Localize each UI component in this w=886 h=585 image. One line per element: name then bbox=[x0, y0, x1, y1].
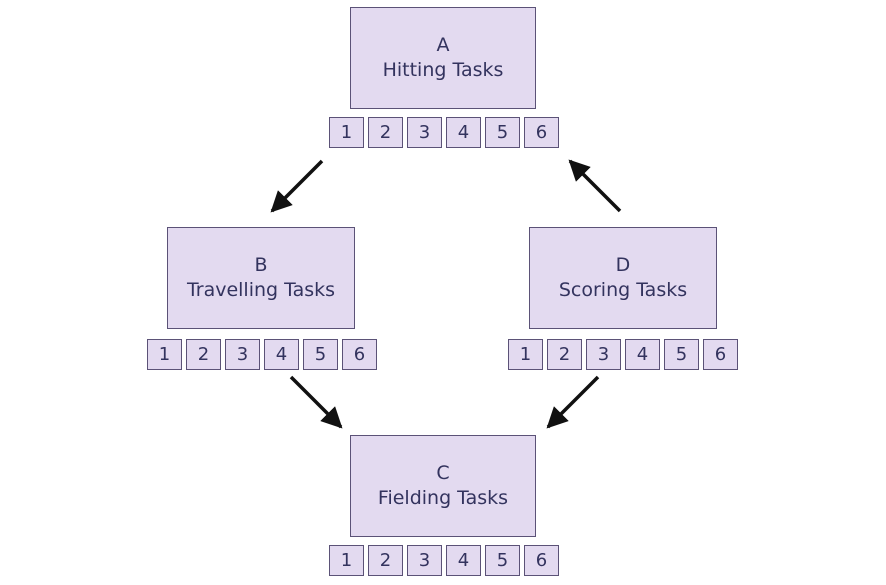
task-number: 3 bbox=[407, 545, 442, 576]
task-number: 3 bbox=[407, 117, 442, 148]
task-number: 5 bbox=[485, 117, 520, 148]
task-number: 4 bbox=[446, 117, 481, 148]
station-c-task-numbers: 1 2 3 4 5 6 bbox=[329, 545, 559, 576]
arrow-a-to-b bbox=[270, 159, 324, 213]
station-a-task-numbers: 1 2 3 4 5 6 bbox=[329, 117, 559, 148]
task-number: 2 bbox=[547, 339, 582, 370]
task-number: 6 bbox=[524, 117, 559, 148]
arrow-d-to-c bbox=[546, 375, 600, 429]
arrow-d-to-a bbox=[568, 159, 622, 213]
task-number: 3 bbox=[225, 339, 260, 370]
task-number: 4 bbox=[625, 339, 660, 370]
task-number: 2 bbox=[368, 117, 403, 148]
station-d-letter: D bbox=[615, 254, 631, 276]
task-number: 6 bbox=[342, 339, 377, 370]
task-number: 4 bbox=[446, 545, 481, 576]
station-c-name: Fielding Tasks bbox=[377, 487, 509, 509]
task-number: 1 bbox=[147, 339, 182, 370]
arrow-b-to-c bbox=[289, 375, 343, 429]
task-number: 5 bbox=[485, 545, 520, 576]
station-b-name: Travelling Tasks bbox=[186, 279, 336, 301]
station-b-task-numbers: 1 2 3 4 5 6 bbox=[147, 339, 377, 370]
station-b-letter: B bbox=[254, 254, 268, 276]
station-b-box: B Travelling Tasks bbox=[167, 227, 355, 329]
task-number: 5 bbox=[303, 339, 338, 370]
task-number: 5 bbox=[664, 339, 699, 370]
task-number: 1 bbox=[329, 117, 364, 148]
task-number: 1 bbox=[329, 545, 364, 576]
station-a-box: A Hitting Tasks bbox=[350, 7, 536, 109]
station-d-task-numbers: 1 2 3 4 5 6 bbox=[508, 339, 738, 370]
task-number: 6 bbox=[703, 339, 738, 370]
task-number: 3 bbox=[586, 339, 621, 370]
station-d-name: Scoring Tasks bbox=[558, 279, 688, 301]
station-a-name: Hitting Tasks bbox=[382, 59, 504, 81]
station-a-letter: A bbox=[436, 34, 450, 56]
station-c-box: C Fielding Tasks bbox=[350, 435, 536, 537]
task-number: 6 bbox=[524, 545, 559, 576]
task-number: 1 bbox=[508, 339, 543, 370]
task-number: 4 bbox=[264, 339, 299, 370]
task-number: 2 bbox=[186, 339, 221, 370]
station-c-letter: C bbox=[436, 462, 450, 484]
task-number: 2 bbox=[368, 545, 403, 576]
station-d-box: D Scoring Tasks bbox=[529, 227, 717, 329]
